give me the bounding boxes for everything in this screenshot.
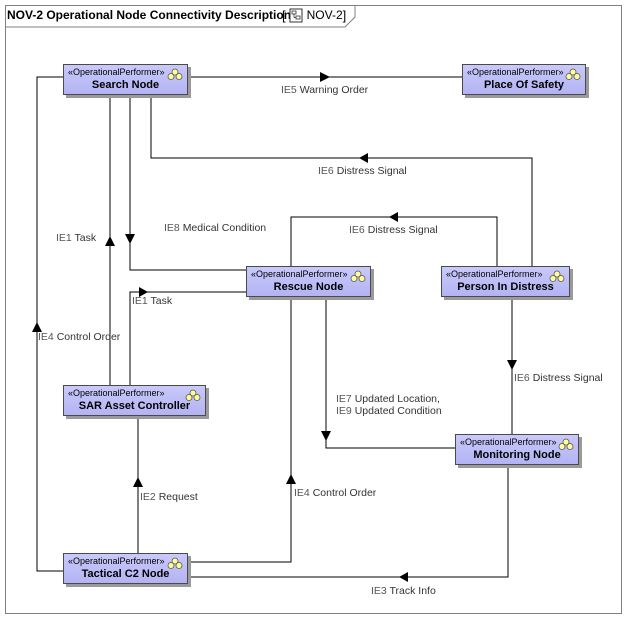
node-stereotype: «OperationalPerformer» <box>446 269 543 279</box>
node-stereotype: «OperationalPerformer» <box>467 67 564 77</box>
label-ie6-distress-signal-mid: IE6 Distress Signal <box>349 224 438 236</box>
arrowhead-ie6-right <box>507 360 517 370</box>
node-name: SAR Asset Controller <box>78 400 191 412</box>
label-ie5-warning-order: IE5 Warning Order <box>281 84 368 96</box>
diagram-tab[interactable]: [ NOV-2 ] <box>282 6 346 24</box>
node-name: Search Node <box>91 79 160 91</box>
node-monitoring-node[interactable]: «OperationalPerformer» Monitoring Node <box>455 434 579 465</box>
node-stereotype: «OperationalPerformer» <box>68 388 165 398</box>
node-name: Monitoring Node <box>473 449 561 461</box>
node-name: Rescue Node <box>273 281 344 293</box>
arrowhead-ie1-mid <box>139 287 148 297</box>
label-text: Distress Signal <box>336 165 407 177</box>
label-ie3-track-info: IE3 Track Info <box>371 585 436 597</box>
label-ie8-medical-condition: IE8 Medical Condition <box>164 222 266 234</box>
label-id: IE2 <box>140 491 156 503</box>
operational-performer-icon <box>558 438 574 450</box>
operational-performer-icon <box>185 389 201 401</box>
label-id: IE8 <box>164 222 180 234</box>
node-rescue-node[interactable]: «OperationalPerformer» Rescue Node <box>246 266 371 297</box>
node-name: Place Of Safety <box>483 79 565 91</box>
operational-performer-icon <box>565 68 581 80</box>
node-sar-asset-controller[interactable]: «OperationalPerformer» SAR Asset Control… <box>63 385 206 416</box>
label-line-2: IE9 Updated Condition <box>336 405 442 417</box>
label-id: IE1 <box>132 295 148 307</box>
close-bracket: ] <box>342 7 347 23</box>
node-search-node[interactable]: «OperationalPerformer» Search Node <box>63 64 188 95</box>
label-ie4-control-order-mid: IE4 Control Order <box>294 487 376 499</box>
node-stereotype: «OperationalPerformer» <box>251 269 348 279</box>
label-text: Task <box>74 232 97 244</box>
arrowhead-ie6-mid <box>389 212 398 222</box>
node-stereotype: «OperationalPerformer» <box>68 67 165 77</box>
operational-performer-icon <box>549 270 565 282</box>
label-text: Control Order <box>56 331 121 343</box>
arrowhead-ie1-left <box>105 236 115 246</box>
edge-ie4-control-order-left <box>36 76 64 572</box>
node-place-of-safety[interactable]: «OperationalPerformer» Place Of Safety <box>462 64 586 95</box>
operational-performer-icon <box>167 68 183 80</box>
edge-ie6-distress-signal-top <box>150 95 533 267</box>
label-ie1-task-mid: IE1 Task <box>132 295 172 307</box>
label-id: IE3 <box>371 585 387 597</box>
label-ie7-ie9: IE7 Updated Location, IE9 Updated Condit… <box>336 393 442 417</box>
label-id: IE6 <box>318 165 334 177</box>
label-text: Distress Signal <box>532 372 603 384</box>
node-person-in-distress[interactable]: «OperationalPerformer» Person In Distres… <box>441 266 570 297</box>
arrowhead-ie2 <box>133 477 143 487</box>
operational-performer-icon <box>167 557 183 569</box>
node-name: Person In Distress <box>457 281 554 293</box>
diagram-tab-name: NOV-2 <box>306 8 343 22</box>
arrowhead-ie8 <box>125 234 135 244</box>
label-id: IE6 <box>349 224 365 236</box>
label-text: Track Info <box>389 585 436 597</box>
label-id: IE4 <box>38 331 54 343</box>
node-tactical-c2-node[interactable]: «OperationalPerformer» Tactical C2 Node <box>63 553 188 584</box>
edge-ie1-task-mid <box>129 291 247 385</box>
edge-ie3-track-info <box>188 465 509 578</box>
arrowhead-ie3 <box>399 572 408 582</box>
node-stereotype: «OperationalPerformer» <box>460 437 557 447</box>
title-tab-outline <box>5 5 356 28</box>
label-text: Distress Signal <box>367 224 438 236</box>
label-id-2: IE9 <box>336 405 352 417</box>
label-text: Medical Condition <box>182 222 267 234</box>
label-text: Control Order <box>312 487 377 499</box>
label-text: Updated Location, <box>354 393 440 405</box>
label-ie6-distress-signal-top: IE6 Distress Signal <box>318 165 407 177</box>
operational-performer-icon <box>350 270 366 282</box>
edge-ie7-ie9-updates <box>325 298 455 449</box>
label-text-2: Updated Condition <box>354 405 442 417</box>
label-ie4-control-order-left: IE4 Control Order <box>38 331 120 343</box>
label-id: IE7 <box>336 393 352 405</box>
arrowhead-ie5 <box>320 72 330 82</box>
arrowhead-ie4-mid <box>286 474 296 484</box>
label-line-1: IE7 Updated Location, <box>336 393 442 405</box>
label-text: Warning Order <box>299 84 369 96</box>
label-ie6-distress-signal-right: IE6 Distress Signal <box>514 372 603 384</box>
node-stereotype: «OperationalPerformer» <box>68 556 165 566</box>
diagram-frame <box>5 5 622 614</box>
node-name: Tactical C2 Node <box>81 568 170 580</box>
label-ie1-task-left: IE1 Task <box>56 232 96 244</box>
edge-ie4-control-order-mid <box>188 298 292 563</box>
diagram-icon <box>289 8 303 22</box>
label-text: Task <box>150 295 173 307</box>
arrowhead-ie7-ie9 <box>321 431 331 441</box>
label-text: Request <box>158 491 198 503</box>
label-id: IE5 <box>281 84 297 96</box>
label-ie2-request: IE2 Request <box>140 491 198 503</box>
label-id: IE4 <box>294 487 310 499</box>
label-id: IE6 <box>514 372 530 384</box>
edge-ie8-medical-condition <box>129 95 247 271</box>
label-id: IE1 <box>56 232 72 244</box>
arrowhead-ie6-top <box>359 153 368 163</box>
diagram-title: NOV-2 Operational Node Connectivity Desc… <box>7 8 292 22</box>
arrowhead-ie4-left <box>32 322 42 332</box>
open-bracket: [ <box>282 7 286 23</box>
